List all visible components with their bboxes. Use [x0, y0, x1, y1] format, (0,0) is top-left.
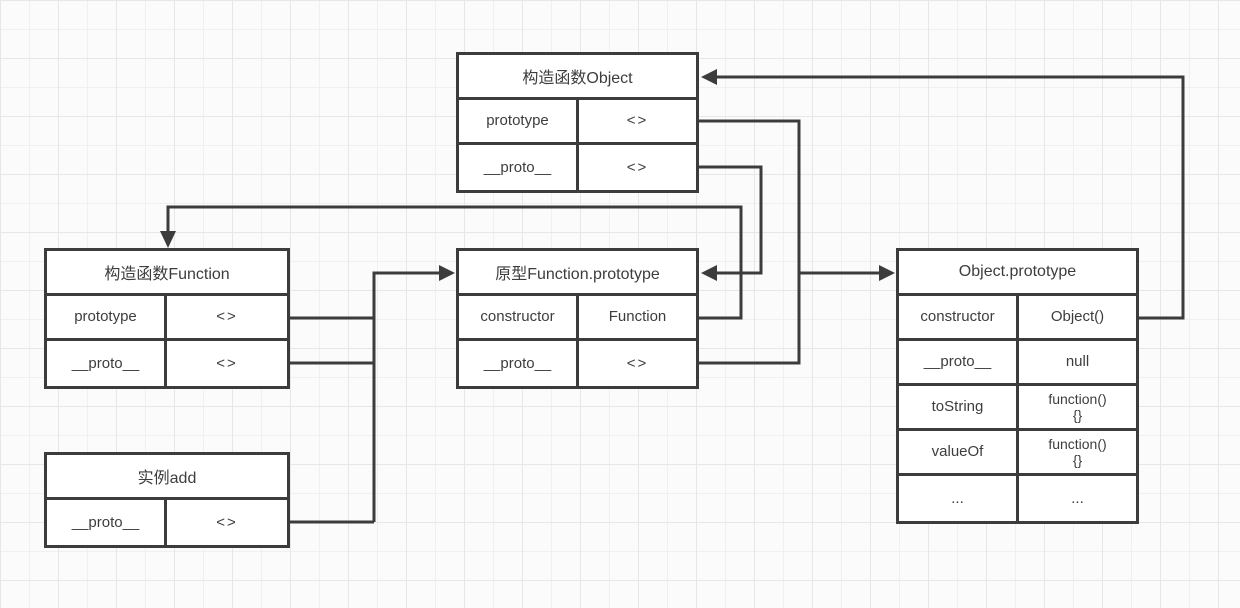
node-title: 构造函数Function: [47, 251, 287, 296]
row-value-pointer: <>: [216, 513, 238, 531]
row-key: __proto__: [459, 341, 579, 386]
row-value-pointer: <>: [626, 158, 649, 176]
node-title: 原型Function.prototype: [459, 251, 696, 296]
row-value: ...: [1071, 489, 1084, 507]
table-row: valueOf function() {}: [899, 431, 1136, 476]
node-title: 实例add: [47, 455, 287, 500]
row-key: __proto__: [899, 341, 1019, 383]
row-key: __proto__: [459, 145, 579, 190]
arrowhead-down-into-function-ctor: [160, 231, 176, 248]
edge-trunk-to-function-prototype: [372, 271, 440, 522]
arrowhead-right-into-function-prototype: [439, 265, 455, 281]
node-function-prototype: 原型Function.prototype constructor Functio…: [456, 248, 699, 389]
table-row: toString function() {}: [899, 386, 1136, 431]
row-key: constructor: [459, 296, 579, 338]
row-value: function() {}: [1048, 435, 1107, 468]
table-row: __proto__ <>: [47, 341, 287, 386]
node-title: 构造函数Object: [459, 55, 696, 100]
table-row: __proto__ <>: [47, 500, 287, 545]
arrowhead-right-into-object-prototype: [879, 265, 895, 281]
row-value: Object(): [1050, 308, 1105, 326]
row-value-pointer: <>: [216, 308, 238, 326]
arrowhead-left-into-function-prototype: [701, 265, 717, 281]
table-row: __proto__ <>: [459, 341, 696, 386]
edge-trunk-to-object-prototype: [699, 119, 801, 365]
row-value-pointer: <>: [216, 354, 238, 372]
row-value-pointer: <>: [626, 112, 649, 130]
edge-object-ctor-proto-to-function-prototype: [699, 165, 763, 275]
table-row: ... ...: [899, 476, 1136, 521]
table-row: prototype <>: [47, 296, 287, 341]
row-value: null: [1065, 353, 1090, 371]
row-key: toString: [899, 386, 1019, 428]
node-title: Object.prototype: [899, 251, 1136, 296]
row-key: __proto__: [47, 341, 167, 386]
row-key: prototype: [47, 296, 167, 338]
row-value: function() {}: [1048, 390, 1107, 423]
table-row: constructor Object(): [899, 296, 1136, 341]
node-object-constructor: 构造函数Object prototype <> __proto__ <>: [456, 52, 699, 193]
row-key: __proto__: [47, 500, 167, 545]
node-object-prototype: Object.prototype constructor Object() __…: [896, 248, 1139, 524]
row-value: Function: [608, 308, 667, 326]
node-function-constructor: 构造函数Function prototype <> __proto__ <>: [44, 248, 290, 389]
table-row: prototype <>: [459, 100, 696, 145]
row-key: valueOf: [899, 431, 1019, 473]
row-key: prototype: [459, 100, 579, 142]
row-key: constructor: [899, 296, 1019, 338]
arrowhead-left-into-object-ctor: [701, 69, 717, 85]
row-value-pointer: <>: [626, 354, 649, 372]
node-add-instance: 实例add __proto__ <>: [44, 452, 290, 548]
row-key: ...: [899, 476, 1019, 521]
table-row: constructor Function: [459, 296, 696, 341]
table-row: __proto__ <>: [459, 145, 696, 190]
table-row: __proto__ null: [899, 341, 1136, 386]
